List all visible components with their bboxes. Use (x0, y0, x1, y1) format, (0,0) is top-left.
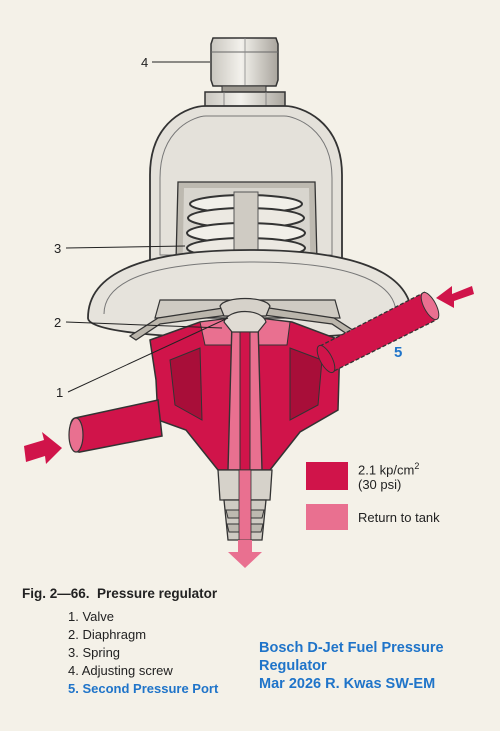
valve-return-tube (217, 310, 273, 541)
figure-caption: Fig. 2—66. Pressure regulator (22, 586, 217, 601)
second-pressure-port (316, 291, 440, 374)
legend-return-swatch (306, 504, 348, 530)
return-arrow (228, 540, 262, 568)
legend-pressure-label: 2.1 kp/cm2 (30 psi) (358, 459, 419, 492)
legend-pressure-sup: 2 (414, 461, 420, 471)
legend-pressure-swatch (306, 462, 348, 490)
caption-item-second-port: 5. Second Pressure Port (68, 681, 219, 696)
figure-title: Pressure regulator (97, 586, 218, 601)
callout-leaders (65, 61, 229, 393)
callout-4: 4 (141, 55, 149, 70)
annotation-line3: Mar 2026 R. Kwas SW-EM (259, 676, 436, 692)
callout-3: 3 (54, 241, 62, 256)
callout-1: 1 (56, 385, 64, 400)
caption-item-valve: 1. Valve (68, 609, 115, 624)
inlet-pipe (68, 399, 163, 453)
caption-item-spring: 3. Spring (68, 645, 121, 660)
annotation-line1: Bosch D-Jet Fuel Pressure (259, 640, 444, 656)
legend-return-label: Return to tank (358, 510, 440, 525)
port-arrow (436, 286, 474, 308)
inlet-arrow (24, 432, 62, 464)
caption-item-adjusting-screw: 4. Adjusting screw (68, 663, 173, 678)
callout-2: 2 (54, 315, 62, 330)
callout-5: 5 (394, 344, 403, 361)
legend-pressure-line1: 2.1 kp/cm (358, 462, 415, 478)
figure-number: Fig. 2—66. (22, 586, 90, 601)
caption-item-diaphragm: 2. Diaphragm (68, 627, 147, 642)
annotation-line2: Regulator (259, 658, 327, 674)
legend-pressure-line2: (30 psi) (358, 477, 402, 493)
